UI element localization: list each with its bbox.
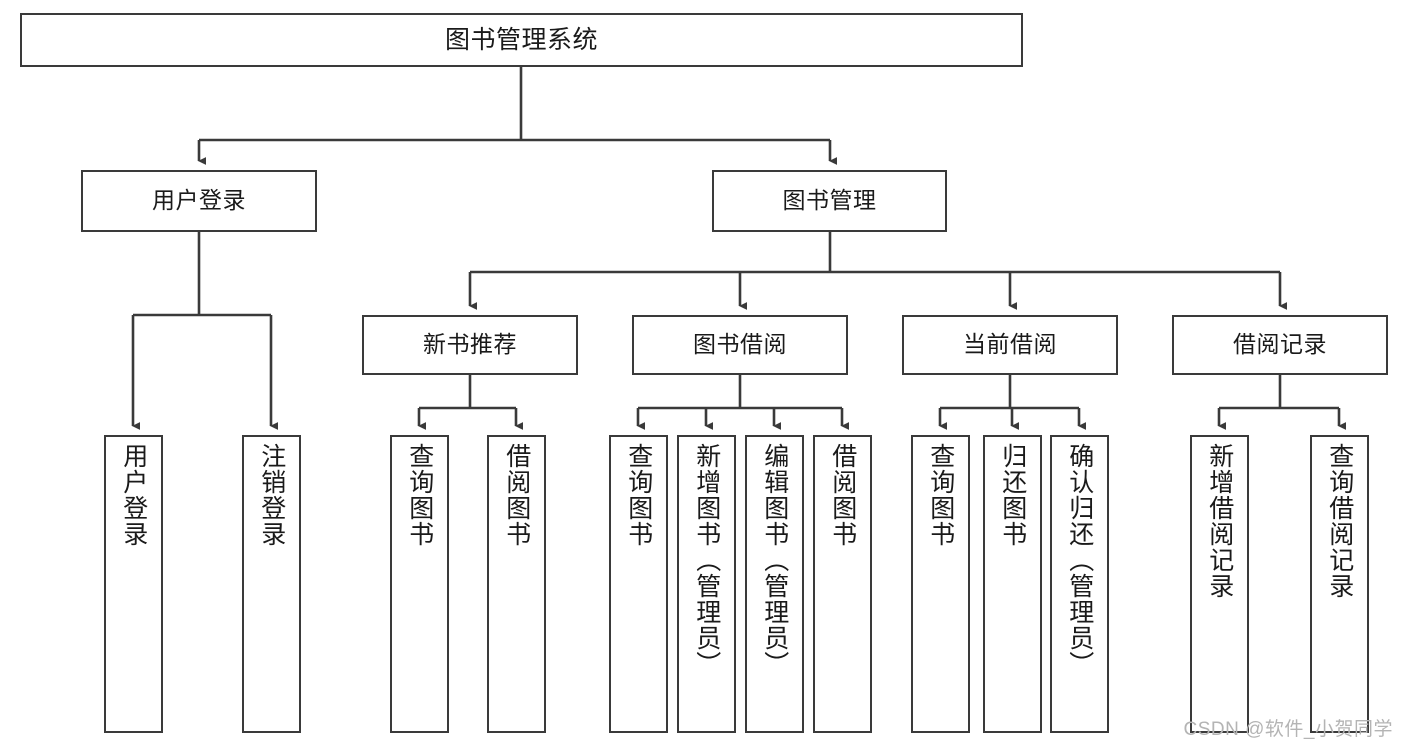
node-label: 用户登录 [152,187,246,214]
node-label: 查询借阅记录 [1325,443,1354,599]
node-leaf-add-record[interactable]: 新增借阅记录 [1190,435,1249,733]
node-label: 图书管理系统 [444,26,598,54]
node-label: 图书借阅 [693,331,787,358]
csdn-watermark: CSDN @软件_小贺同学 [1183,719,1393,740]
node-leaf-confirm-return[interactable]: 确认归还（管理员） [1050,435,1109,733]
node-leaf-borrow-book-1[interactable]: 借阅图书 [487,435,546,733]
node-label: 借阅记录 [1233,331,1327,358]
node-leaf-query-book-2[interactable]: 查询图书 [609,435,668,733]
node-label: 查询图书 [624,443,653,547]
node-label: 图书管理 [782,187,877,214]
node-book-management[interactable]: 图书管理 [712,170,947,232]
node-label: 注销登录 [257,443,286,547]
node-current-borrow[interactable]: 当前借阅 [902,315,1118,375]
node-label: 借阅图书 [828,443,857,547]
node-label: 借阅图书 [502,443,531,547]
node-book-borrow[interactable]: 图书借阅 [632,315,848,375]
node-label: 新增借阅记录 [1205,443,1234,599]
node-leaf-user-login[interactable]: 用户登录 [104,435,163,733]
node-leaf-query-book-1[interactable]: 查询图书 [390,435,449,733]
node-leaf-query-record[interactable]: 查询借阅记录 [1310,435,1369,733]
node-label: 查询图书 [926,443,955,547]
node-label: 用户登录 [119,443,148,547]
node-leaf-query-book-3[interactable]: 查询图书 [911,435,970,733]
node-new-book-recommend[interactable]: 新书推荐 [362,315,578,375]
node-leaf-return-book[interactable]: 归还图书 [983,435,1042,733]
node-label: 新增图书（管理员） [692,443,721,677]
node-leaf-edit-book[interactable]: 编辑图书（管理员） [745,435,804,733]
node-label: 查询图书 [405,443,434,547]
node-label: 新书推荐 [423,331,517,358]
node-leaf-user-logout[interactable]: 注销登录 [242,435,301,733]
node-system-root[interactable]: 图书管理系统 [20,13,1023,67]
node-leaf-add-book[interactable]: 新增图书（管理员） [677,435,736,733]
node-label: 编辑图书（管理员） [760,443,789,677]
node-borrow-record[interactable]: 借阅记录 [1172,315,1388,375]
node-user-login[interactable]: 用户登录 [81,170,317,232]
node-label: 确认归还（管理员） [1065,443,1094,677]
node-leaf-borrow-book-2[interactable]: 借阅图书 [813,435,872,733]
node-label: 归还图书 [998,443,1027,547]
node-label: 当前借阅 [963,331,1057,358]
